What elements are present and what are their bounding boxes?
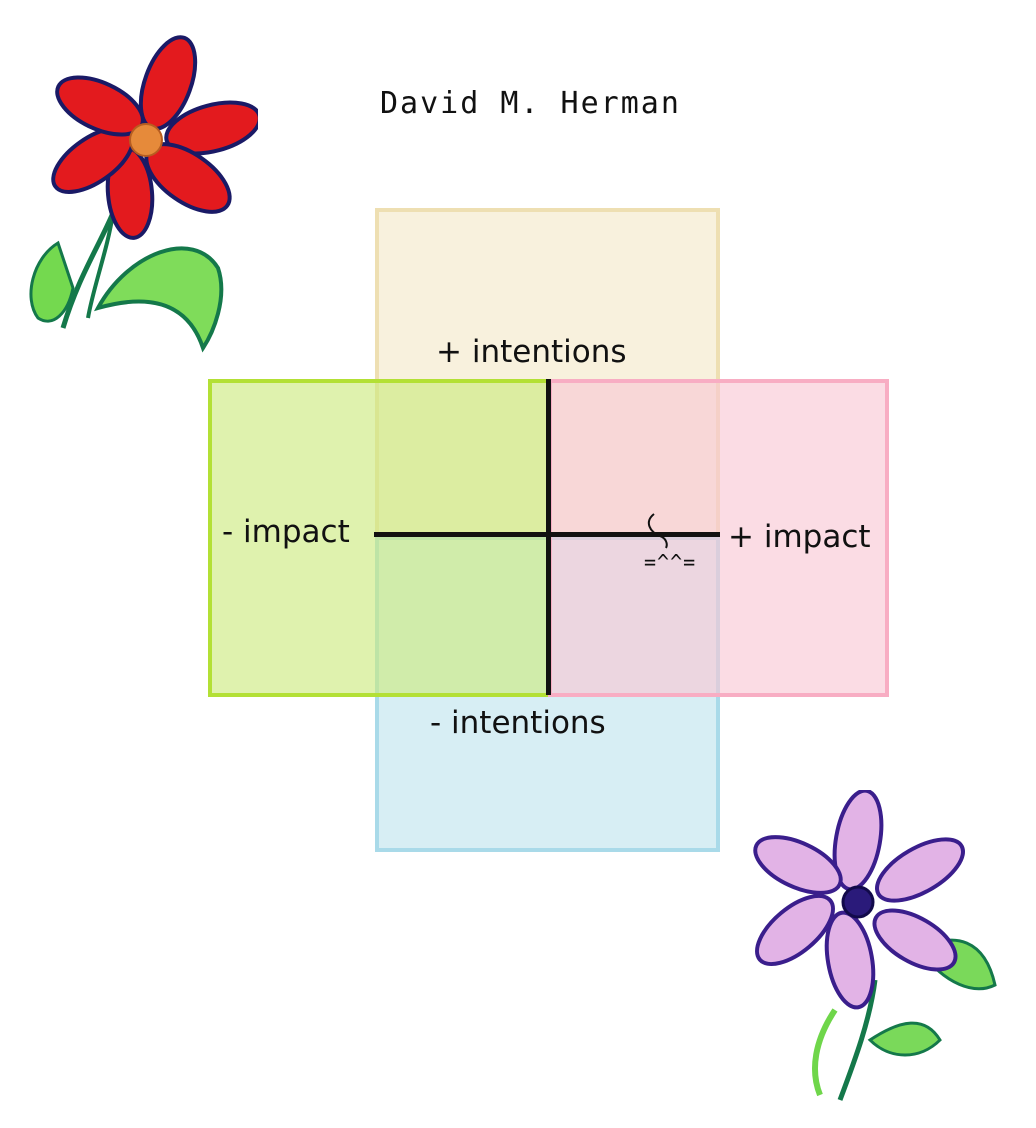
tail-curl-icon — [647, 513, 668, 549]
emoticon-text: =^^= — [644, 550, 697, 574]
negative-intentions-label: - intentions — [430, 705, 606, 741]
author-name: David M. Herman — [380, 86, 681, 121]
negative-impact-label: - impact — [222, 514, 350, 550]
cat-face-doodle: =^^= — [644, 510, 724, 590]
right-quadrant-box — [548, 379, 889, 697]
positive-impact-label: + impact — [728, 519, 871, 555]
left-quadrant-box — [208, 379, 550, 697]
horizontal-axis — [374, 532, 720, 537]
positive-intentions-label: + intentions — [436, 334, 627, 370]
purple-flower-icon — [753, 790, 997, 1101]
vertical-axis — [546, 379, 551, 695]
red-flower-icon — [29, 35, 258, 353]
